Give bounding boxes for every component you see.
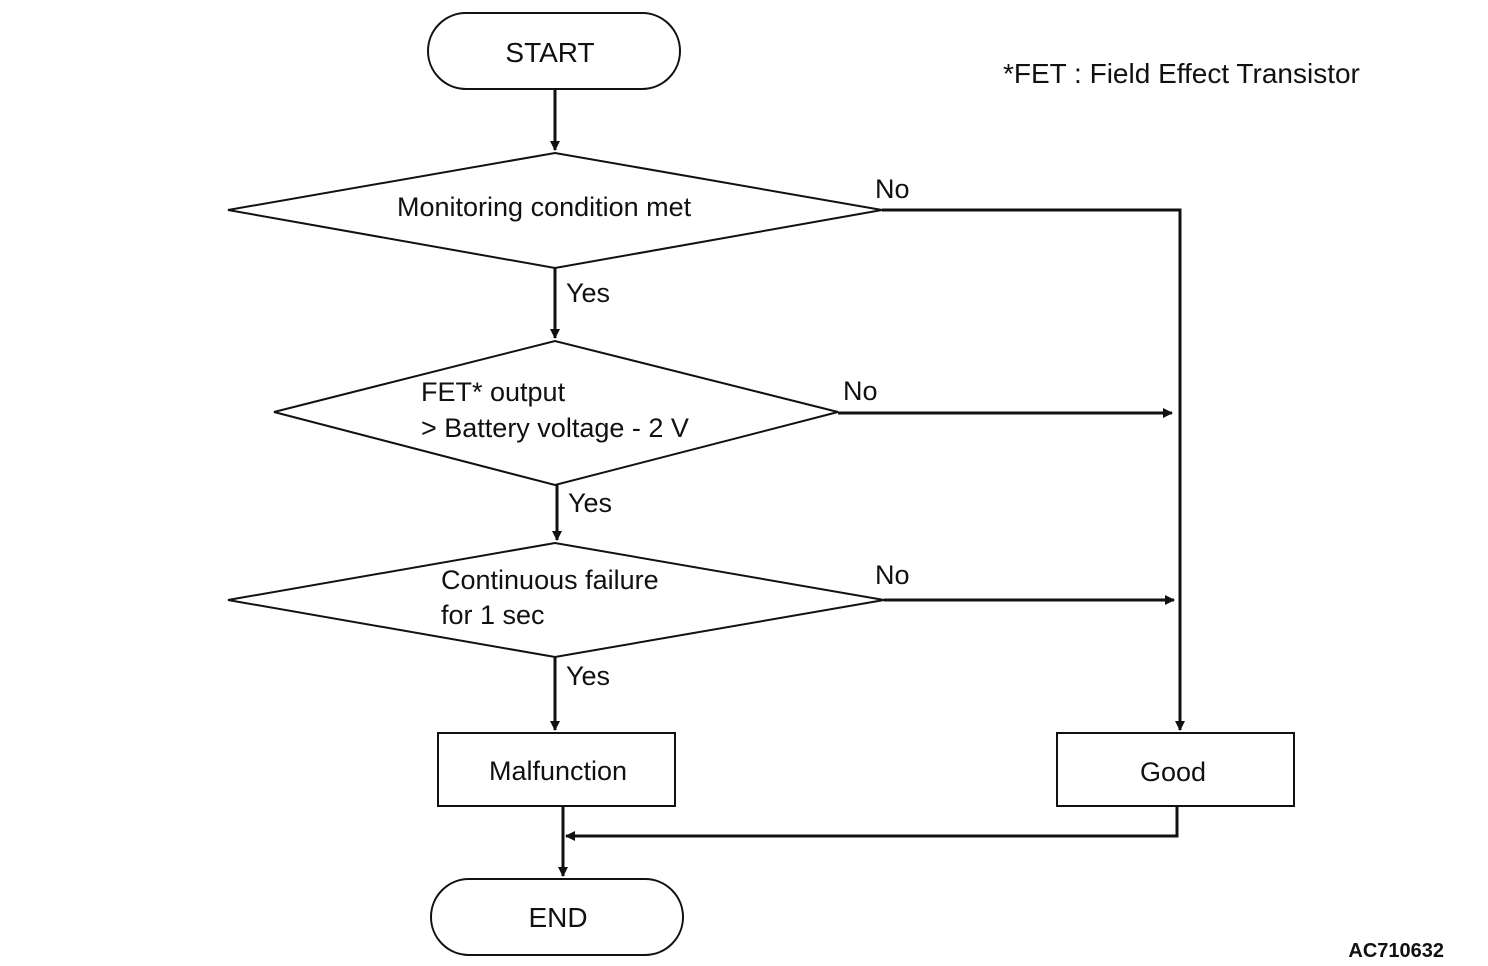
start-label: START	[505, 37, 594, 68]
decision3-text-line2: for 1 sec	[441, 600, 545, 630]
connector-good-to-merge	[565, 806, 1179, 841]
decision3-yes-label: Yes	[566, 661, 610, 691]
decision3-text-line1: Continuous failure	[441, 565, 659, 595]
decision2-text-line2: > Battery voltage - 2 V	[421, 413, 689, 443]
decision3-no-label: No	[875, 560, 910, 590]
connector-decision1-no-to-good	[882, 208, 1185, 731]
good-label: Good	[1140, 757, 1206, 787]
decision-continuous-failure	[227, 541, 885, 659]
decision1-yes-label: Yes	[566, 278, 610, 308]
end-terminator	[430, 878, 684, 956]
fet-footnote: *FET : Field Effect Transistor	[1003, 58, 1360, 89]
decision1-text: Monitoring condition met	[397, 192, 692, 222]
end-label: END	[528, 902, 587, 933]
reference-code: AC710632	[1348, 940, 1444, 962]
decision2-text-line1: FET* output	[421, 377, 566, 407]
decision1-no-label: No	[875, 174, 910, 204]
decision2-no-label: No	[843, 376, 878, 406]
decision2-yes-label: Yes	[568, 488, 612, 518]
malfunction-box	[437, 732, 676, 807]
malfunction-label: Malfunction	[489, 756, 627, 786]
